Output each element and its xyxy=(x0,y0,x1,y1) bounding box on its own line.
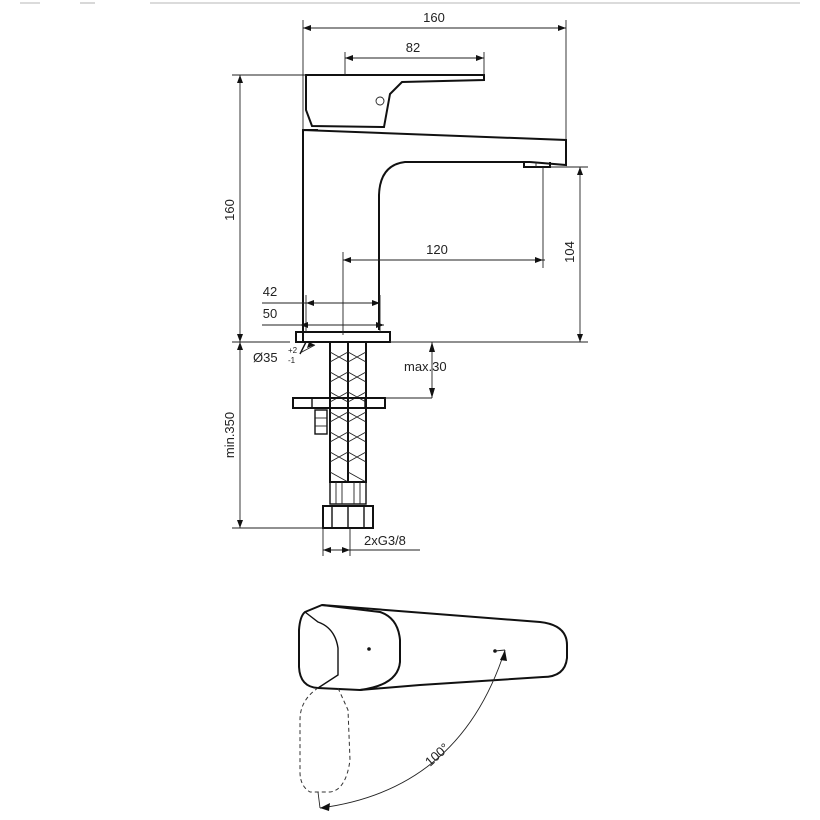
faucet-side-view xyxy=(295,74,567,343)
dim-overall-height: 160 xyxy=(222,199,237,221)
dim-spout-height: 104 xyxy=(562,241,577,263)
dim-rotation-angle: 100° xyxy=(422,740,452,769)
clamp-plate xyxy=(292,397,386,409)
dim-base-50: 50 xyxy=(263,306,277,321)
dimension-lines xyxy=(232,20,588,556)
dim-spout-reach: 120 xyxy=(426,242,448,257)
dim-base-42: 42 xyxy=(263,284,277,299)
lever-pivot-icon xyxy=(375,96,385,106)
dim-hose-length: min.350 xyxy=(222,412,237,458)
dim-hole-diameter: Ø35 xyxy=(253,350,278,365)
dim-overall-width: 160 xyxy=(423,10,445,25)
dim-hole-tol-plus: +2 xyxy=(288,346,298,355)
dim-hole-tol-minus: -1 xyxy=(288,356,296,365)
lever-rotation-view xyxy=(298,603,568,811)
dim-connection: 2xG3/8 xyxy=(364,533,406,548)
mounting-assembly xyxy=(292,341,386,529)
dim-lever-length: 82 xyxy=(406,40,420,55)
dim-max-thickness: max.30 xyxy=(404,359,447,374)
lever-screw-icon xyxy=(367,647,371,651)
